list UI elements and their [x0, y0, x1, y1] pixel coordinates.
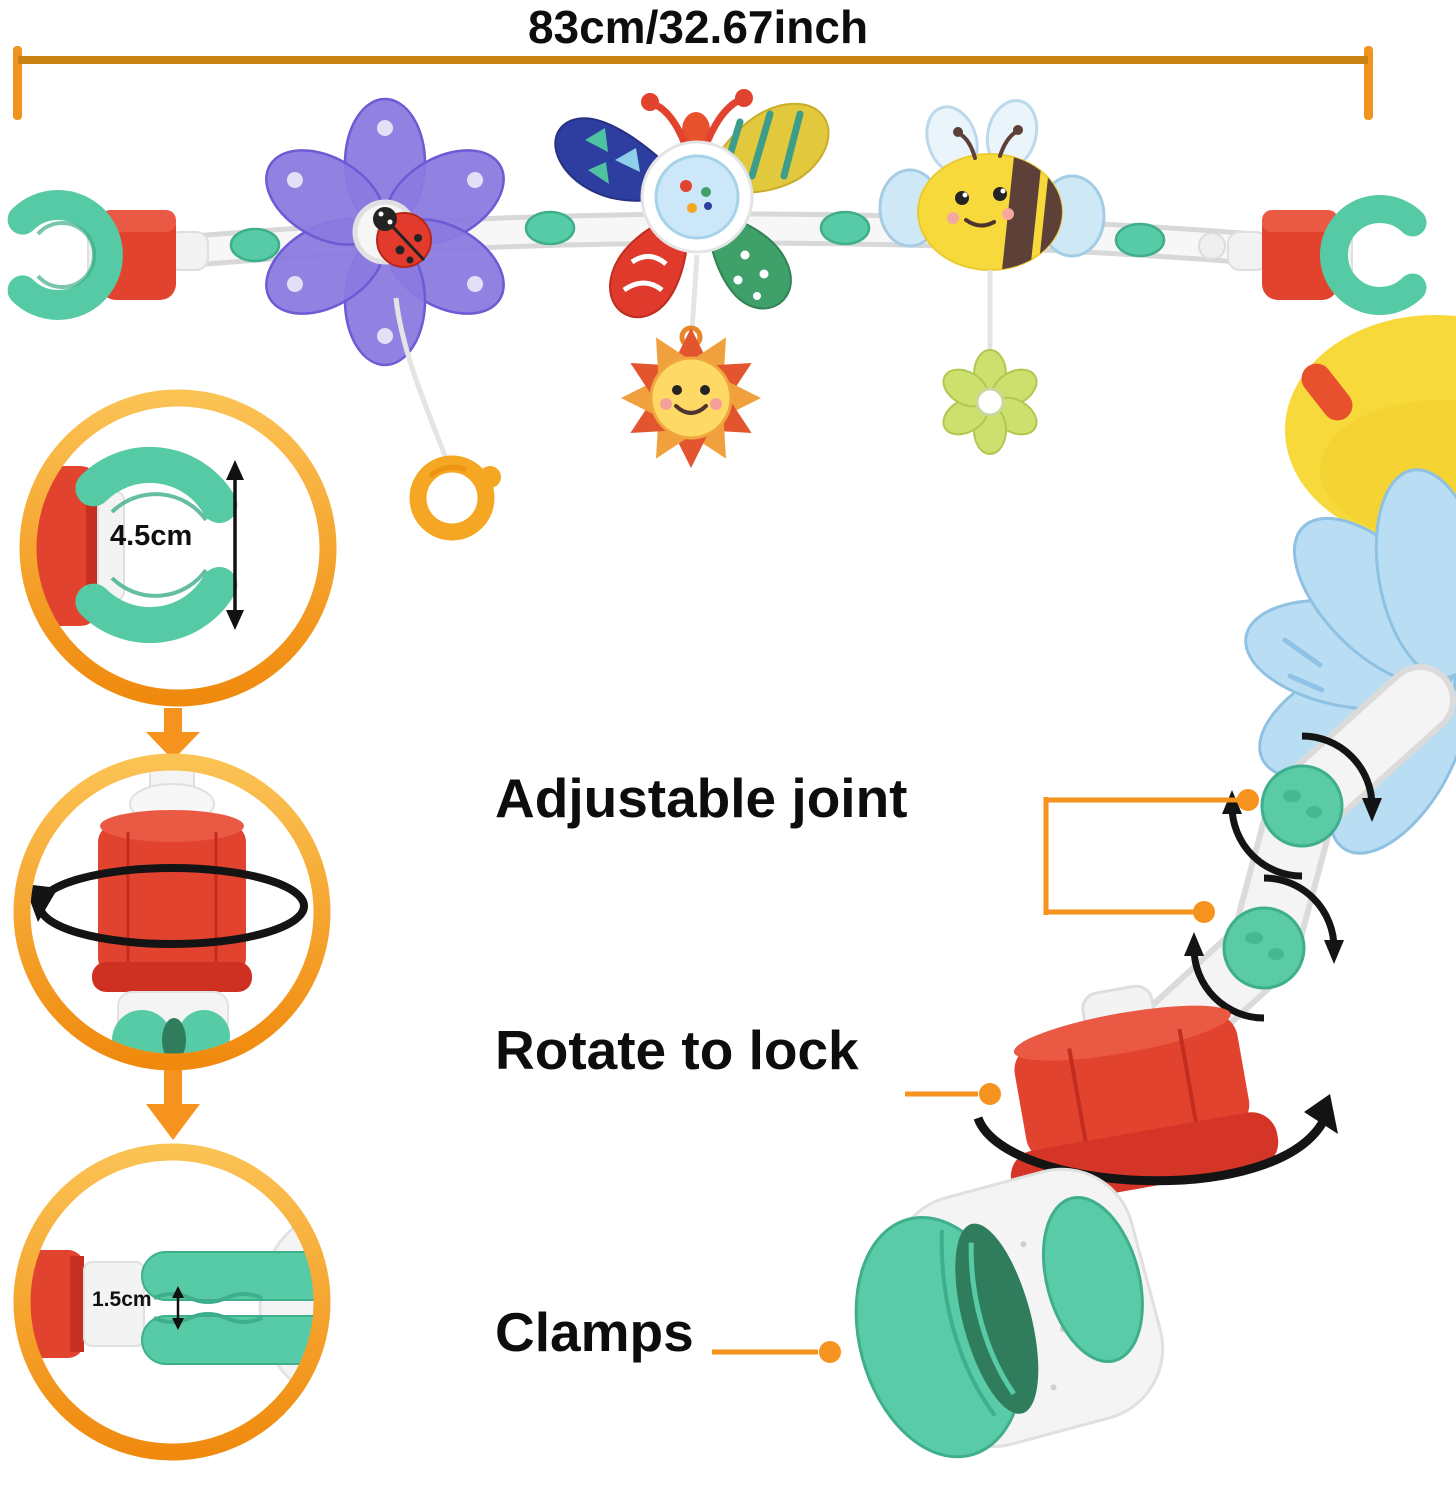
clamp-max-opening-measurement: 4.5cm	[110, 520, 193, 552]
ladybug	[373, 207, 432, 268]
orange-ring-teether	[393, 297, 501, 541]
rattle-ball	[654, 154, 740, 240]
adjustable-joint-dot-2	[1193, 901, 1215, 923]
closeup-clamp	[854, 1167, 1165, 1459]
down-arrow-1	[146, 708, 200, 760]
left-stroller-clip	[7, 190, 209, 320]
closeup-joint-lower	[1184, 874, 1344, 1022]
callout-circle-min-opening	[13, 1143, 331, 1461]
feature-label-adjustable-joint: Adjustable joint	[495, 767, 908, 829]
right-stroller-clip	[1227, 195, 1427, 315]
purple-flower-spinner	[265, 97, 505, 367]
closeup-illustration	[854, 315, 1456, 1459]
butterfly-rattle	[554, 89, 830, 319]
clamp-min-opening-measurement: 1.5cm	[92, 1288, 152, 1311]
toy-arch-illustration	[7, 89, 1427, 541]
callout-circle-max-opening	[19, 389, 337, 707]
bee-rattle	[878, 99, 1106, 271]
down-arrow-2	[146, 1070, 200, 1140]
closeup-joint-upper	[1222, 732, 1382, 880]
feature-label-rotate-to-lock: Rotate to lock	[495, 1019, 859, 1081]
callout-circle-rotate-lock	[13, 753, 331, 1071]
clamps-dot	[819, 1341, 841, 1363]
adjustable-joint-connector	[1043, 797, 1238, 915]
sun-rattle	[621, 254, 761, 468]
dimension-label: 83cm/32.67inch	[527, 1, 869, 53]
adjustable-joint-dot-1	[1237, 789, 1259, 811]
feature-label-clamps: Clamps	[495, 1301, 694, 1363]
green-flower-teether	[942, 270, 1038, 455]
dimension-line	[13, 46, 1373, 120]
arch-joint-capsules	[229, 210, 1166, 263]
rotate-arrow	[973, 1116, 1328, 1186]
rotate-to-lock-dot	[979, 1083, 1001, 1105]
